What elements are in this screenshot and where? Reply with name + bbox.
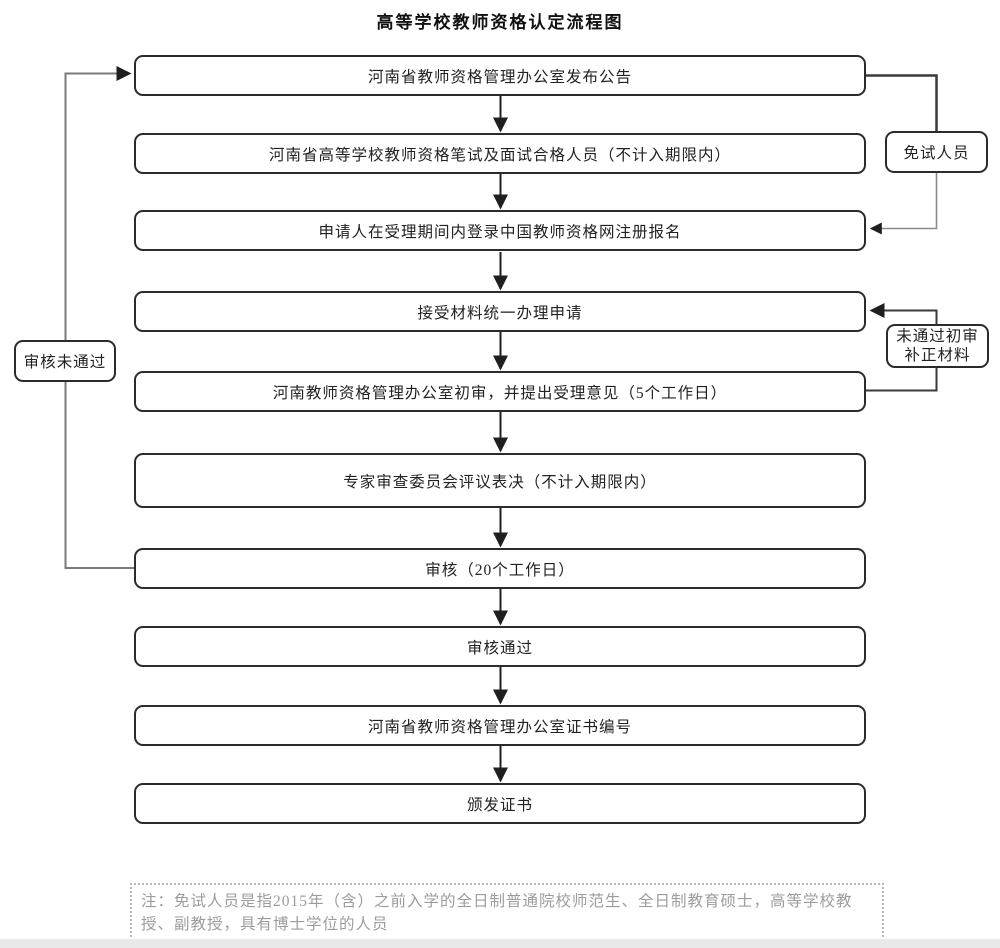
step-exam-passed: 河南省高等学校教师资格笔试及面试合格人员（不计入期限内） — [134, 133, 866, 174]
side-label-line2: 补正材料 — [904, 347, 971, 364]
step-label: 申请人在受理期间内登录中国教师资格网注册报名 — [318, 223, 682, 241]
step-label: 颁发证书 — [466, 796, 533, 814]
step-label: 河南省教师资格管理办公室证书编号 — [367, 718, 632, 736]
footnote: 注：免试人员是指2015年（含）之前入学的全日制普通院校师范生、全日制教育硕士，… — [130, 883, 884, 945]
step-initial-review: 河南教师资格管理办公室初审，并提出受理意见（5个工作日） — [134, 371, 866, 412]
side-box-resubmit: 未通过初审 补正材料 — [886, 324, 989, 368]
step-label: 专家审查委员会评议表决（不计入期限内） — [343, 473, 657, 491]
loop-exempt-bottom — [869, 172, 938, 235]
step-label: 河南省教师资格管理办公室发布公告 — [367, 68, 632, 86]
bottom-strip — [0, 939, 1000, 948]
step-online-register: 申请人在受理期间内登录中国教师资格网注册报名 — [134, 210, 866, 251]
step-review: 审核（20个工作日） — [134, 548, 866, 589]
step-label: 河南省高等学校教师资格笔试及面试合格人员（不计入期限内） — [268, 146, 731, 164]
step-review-passed: 审核通过 — [134, 626, 866, 667]
side-label-line1: 未通过初审 — [896, 328, 979, 345]
step-expert-committee: 专家审查委员会评议表决（不计入期限内） — [134, 453, 866, 508]
step-label: 河南教师资格管理办公室初审，并提出受理意见（5个工作日） — [272, 384, 728, 402]
side-box-exempt: 免试人员 — [885, 131, 988, 173]
diagram-title: 高等学校教师资格认定流程图 — [376, 13, 624, 32]
side-label: 免试人员 — [903, 145, 970, 162]
step-certificate-number: 河南省教师资格管理办公室证书编号 — [134, 705, 866, 746]
step-label: 审核通过 — [466, 639, 533, 657]
step-label: 审核（20个工作日） — [425, 561, 575, 579]
step-issue-certificate: 颁发证书 — [134, 783, 866, 824]
side-label: 审核未通过 — [23, 354, 107, 371]
step-label: 接受材料统一办理申请 — [417, 304, 583, 322]
side-box-review-failed: 审核未通过 — [14, 340, 116, 382]
step-accept-materials: 接受材料统一办理申请 — [134, 291, 866, 332]
step-announcement: 河南省教师资格管理办公室发布公告 — [134, 55, 866, 96]
loop-review-failed — [64, 66, 134, 569]
loop-exempt-top — [866, 74, 938, 132]
